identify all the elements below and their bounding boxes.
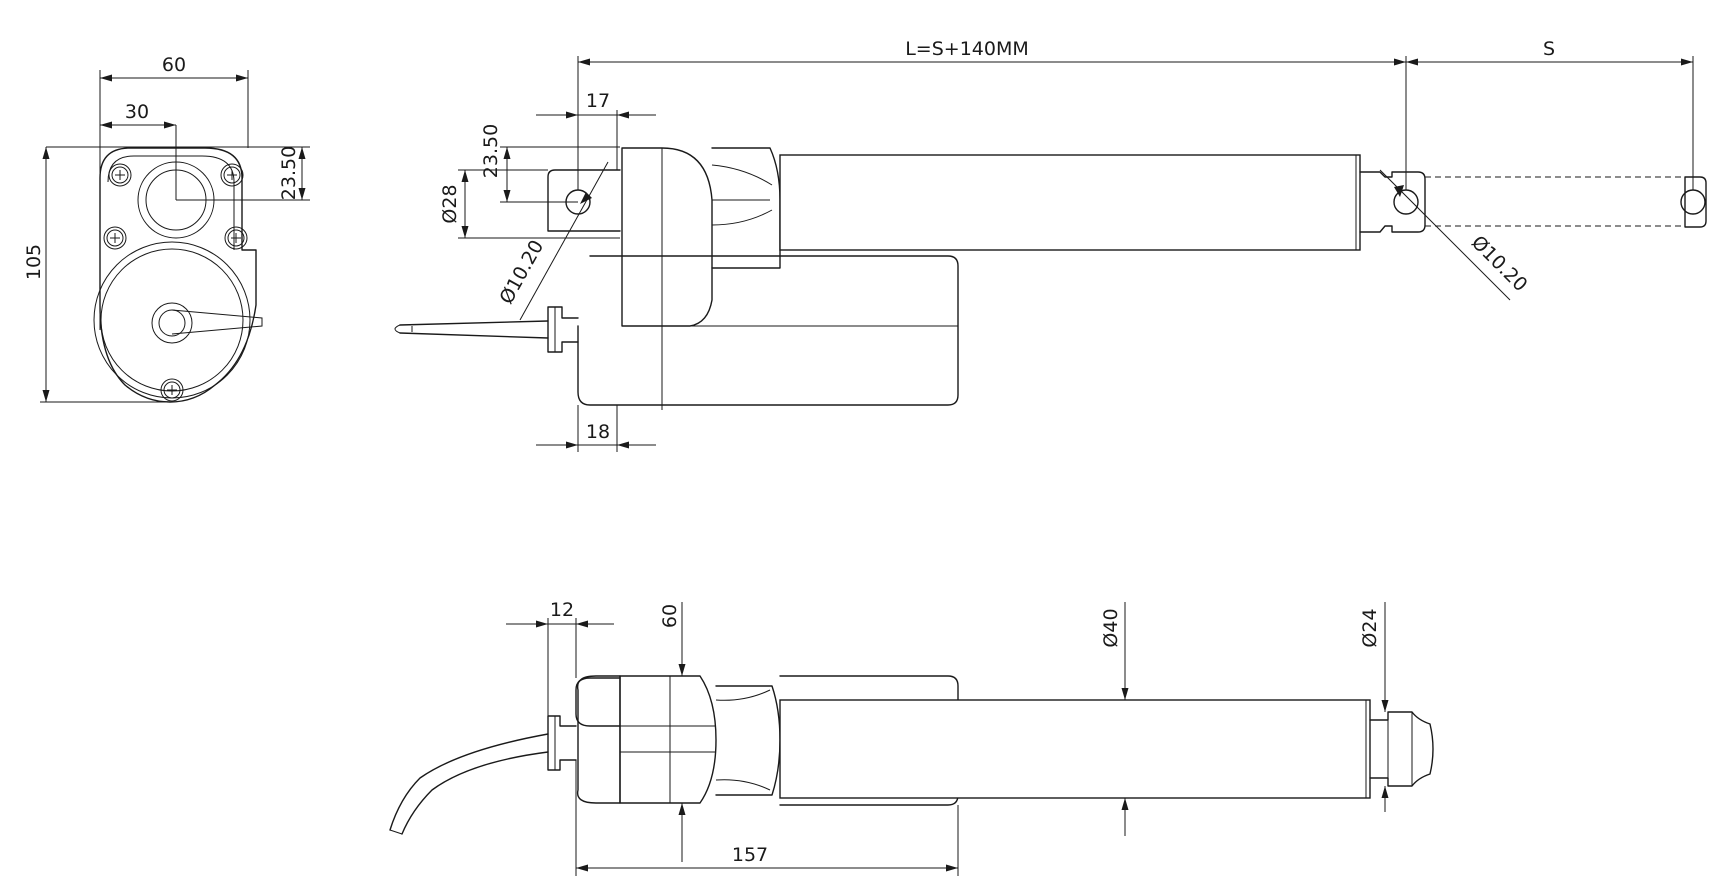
outer-tube [779, 154, 1361, 251]
top-view: 12 60 Ø40 Ø24 157 [389, 599, 1434, 876]
front-hole-label: Ø10.20 [1467, 231, 1532, 296]
side-view: L=S+140MM S 17 23.50 Ø28 Ø10.20 [394, 38, 1707, 452]
length-label: L=S+140MM [905, 38, 1029, 60]
inner-rod [1359, 171, 1426, 233]
screw-icon [108, 163, 132, 187]
stroke-label: S [1543, 38, 1555, 60]
top-rod-end [1369, 711, 1434, 787]
power-cable [399, 320, 549, 339]
top-cable [389, 733, 549, 835]
motor-body [577, 255, 959, 406]
clevis-height-label: 23.50 [480, 124, 502, 178]
screw-icon [103, 226, 127, 250]
top-outer-tube [779, 699, 1371, 799]
screw-icon [224, 226, 248, 250]
rear-clevis [547, 169, 621, 232]
end-half-width-label: 30 [125, 101, 149, 123]
top-gearbox-cap [576, 675, 621, 804]
rear-hole-label: Ø10.20 [495, 236, 548, 307]
end-view: 60 30 23.50 105 [23, 54, 310, 403]
rear-depth-label: 18 [586, 421, 610, 443]
gearbox-cover [621, 147, 713, 327]
top-rear-offset-label: 12 [550, 599, 574, 621]
top-rear-clevis [575, 677, 621, 727]
end-width-label: 60 [162, 54, 186, 76]
top-cable-gland [547, 715, 577, 771]
front-clevis-hole [1393, 189, 1419, 215]
end-offset-label: 23.50 [278, 146, 300, 200]
top-housing [619, 675, 717, 804]
top-housing-label: 60 [659, 604, 681, 628]
cable-gland [547, 306, 579, 353]
body-length-label: 157 [732, 844, 768, 866]
rod-diameter-label: Ø24 [1359, 608, 1381, 647]
clevis-width-label: Ø28 [439, 184, 461, 223]
clevis-offset-label: 17 [586, 90, 610, 112]
end-height-label: 105 [23, 244, 45, 280]
tube-diameter-label: Ø40 [1100, 608, 1122, 647]
screw-icon [160, 378, 184, 402]
screw-icon [220, 163, 244, 187]
extended-rod [1425, 176, 1685, 227]
